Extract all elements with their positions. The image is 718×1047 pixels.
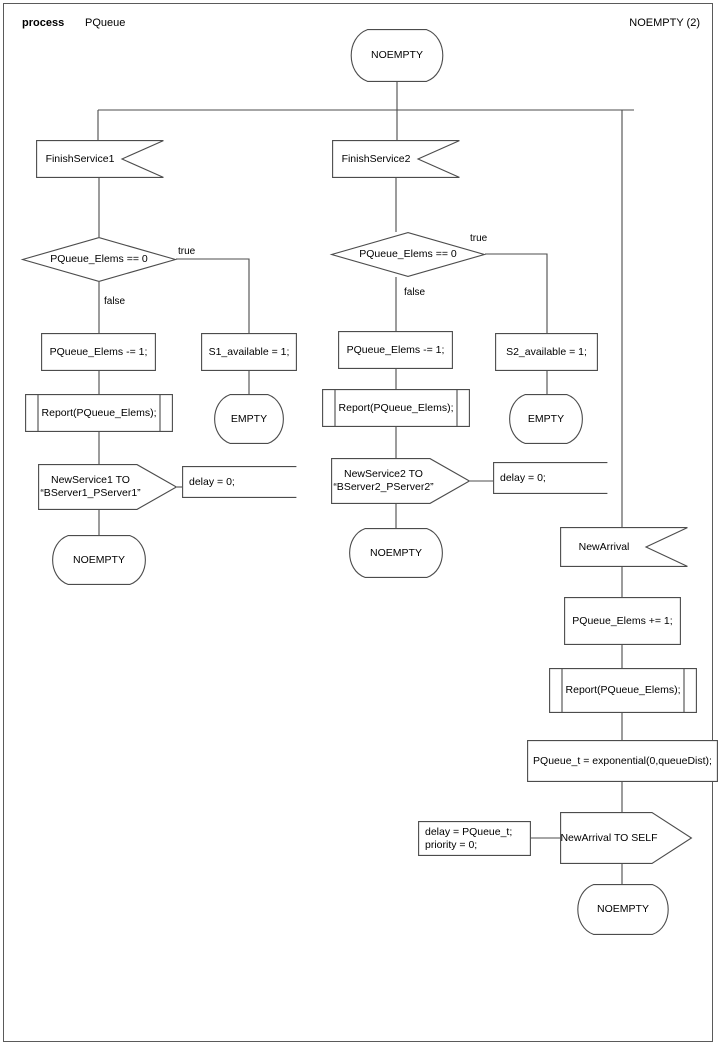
node-shape-comment-delay-priority[interactable]: [418, 821, 531, 856]
node-shape-output-newarrival-self[interactable]: [560, 812, 692, 864]
node-shape-state-empty-2[interactable]: [500, 394, 592, 444]
node-shape-output-newservice1[interactable]: [38, 464, 177, 510]
header-page-label: NOEMPTY (2): [629, 17, 700, 29]
node-shape-decision-1[interactable]: [22, 237, 176, 282]
node-shape-comment-delay-2[interactable]: [493, 462, 608, 494]
connector-conn-dec2-true: [485, 253, 548, 333]
node-shape-state-noempty-3[interactable]: [568, 884, 678, 935]
node-shape-state-empty-1[interactable]: [205, 394, 293, 444]
header-diagram-kind: process: [22, 17, 65, 29]
node-shape-task-s1-available[interactable]: [201, 333, 297, 371]
node-shape-state-top[interactable]: [341, 29, 453, 82]
connector-conn-dec1-true: [176, 258, 250, 333]
node-shape-output-newservice2[interactable]: [331, 458, 470, 504]
page-border-frame: [3, 3, 713, 1042]
node-shape-proc-report-2[interactable]: [322, 389, 470, 427]
node-shape-decision-2[interactable]: [331, 232, 485, 277]
header-process-name: PQueue: [85, 17, 126, 29]
node-shape-comment-delay-1[interactable]: [182, 466, 297, 498]
node-shape-task-s2-available[interactable]: [495, 333, 598, 371]
node-shape-input-finishservice1[interactable]: [36, 140, 164, 178]
node-shape-input-newarrival[interactable]: [560, 527, 688, 567]
node-shape-task-elems-plus[interactable]: [564, 597, 681, 645]
node-shape-task-dec-2[interactable]: [338, 331, 453, 369]
node-shape-task-pqueue-t[interactable]: [527, 740, 718, 782]
node-shape-state-noempty-2[interactable]: [340, 528, 452, 578]
node-shape-input-finishservice2[interactable]: [332, 140, 460, 178]
node-shape-task-dec-1[interactable]: [41, 333, 156, 371]
node-shape-proc-report-1[interactable]: [25, 394, 173, 432]
node-shape-proc-report-3[interactable]: [549, 668, 697, 713]
node-shape-state-noempty-1[interactable]: [43, 535, 155, 585]
